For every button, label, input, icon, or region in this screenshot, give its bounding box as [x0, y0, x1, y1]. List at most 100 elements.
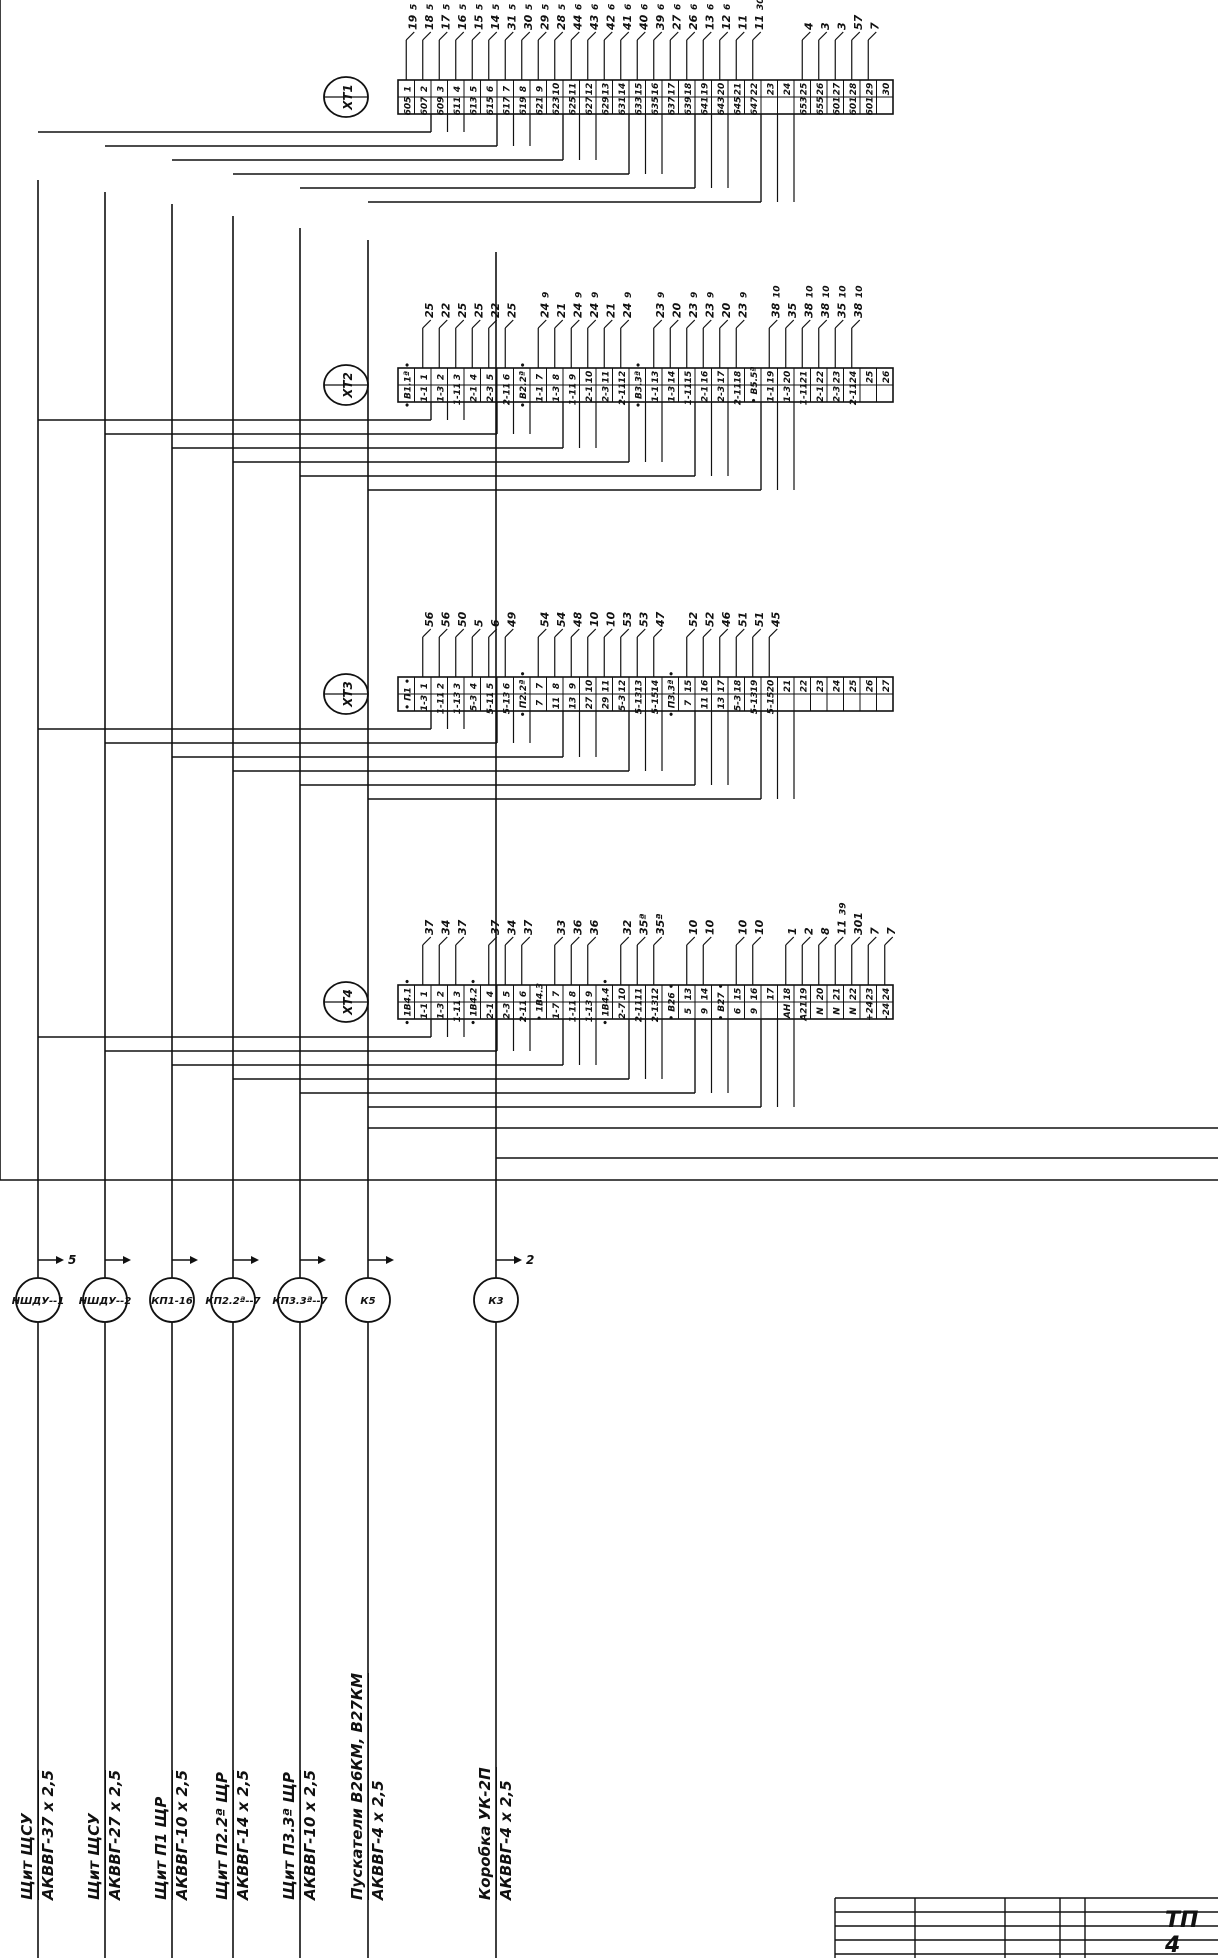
wire-flag [702, 936, 712, 946]
node-n7: К32 [473, 1253, 534, 1958]
wire-flag [504, 31, 514, 41]
wire-flag [636, 936, 646, 946]
cell-number: 18 [733, 680, 743, 693]
wire-number: 23 [654, 302, 667, 318]
wire-number: 10 [753, 919, 766, 935]
wire-number: 36 [588, 919, 601, 935]
cell-number: 6 [502, 374, 512, 380]
wire-number: 23 [736, 302, 749, 318]
wire-flag [867, 31, 877, 41]
wire-number: 7 [868, 927, 881, 935]
strip-label: XT1 [341, 84, 355, 111]
cell-number: 23 [766, 83, 776, 96]
cell-number: 4 [486, 991, 496, 998]
wire-number: 25 [505, 302, 518, 318]
wire-number: 26 [687, 14, 700, 30]
wire-number: 50 [456, 611, 469, 627]
wire-number: 20 [720, 302, 733, 318]
cable-spec: АКВВГ-10 x 2,5 [172, 1769, 191, 1900]
cell-number: 17 [717, 679, 727, 692]
cell-number: 5 [486, 374, 496, 380]
node-label: КП1-16 [151, 1296, 193, 1307]
strip-label: XT4 [341, 989, 355, 1016]
cell-number: 4 [469, 683, 479, 690]
cell-header: • П1 • [403, 678, 413, 710]
cell-number: 6 [502, 683, 512, 689]
cell-number: 9 [568, 374, 578, 380]
wire-flag [702, 31, 712, 41]
cell-header: • П2.2ª • [519, 671, 529, 717]
cell-terminal: A21 [799, 1001, 809, 1022]
wire-flag [488, 31, 498, 41]
wire-number: 52 [703, 611, 716, 627]
cell-terminal: 5-3 [469, 695, 479, 711]
wire-number: 25 [423, 302, 436, 318]
cell-number: 14 [667, 371, 677, 384]
cell-terminal: 1-3 [420, 695, 430, 711]
cell-terminal: 2-13 [651, 1000, 661, 1023]
wire-flag [768, 628, 778, 638]
wire-number: 35 [786, 302, 799, 318]
wire-sub: 10 [772, 285, 782, 298]
wire-flag [554, 936, 564, 946]
cell-number: 7 [535, 373, 545, 380]
wire-number: 36 [571, 919, 584, 935]
node-arrow-head [514, 1256, 522, 1264]
wire-number: 31 [505, 15, 518, 30]
wire-flag [702, 319, 712, 329]
wire-sub: 5 [409, 4, 419, 10]
cell-number: 13 [684, 988, 694, 1001]
cell-terminal: 1-1 [420, 386, 430, 402]
cell-terminal: 601 [832, 97, 842, 116]
wire-flag [570, 628, 580, 638]
cell-number: 24 [849, 371, 859, 384]
node-label: К5 [360, 1296, 375, 1307]
wire-sub: 39 [838, 902, 848, 915]
wire-flag [570, 936, 580, 946]
cell-number: 29 [865, 83, 875, 96]
wire-sub: 5 [492, 4, 502, 10]
cell-header: • B5.5ª [750, 367, 760, 404]
wire-flag [554, 31, 564, 41]
wire-number: 1 [786, 927, 799, 935]
wire-flag [620, 31, 630, 41]
cell-terminal: 5-3 [733, 695, 743, 711]
cell-number: 4 [469, 374, 479, 381]
cell-terminal: 2-3 [486, 386, 496, 402]
cable-spec: АКВВГ-37 x 2,5 [38, 1769, 57, 1900]
wire-flag [752, 936, 762, 946]
wire-flag [587, 31, 597, 41]
cell-number: 21 [783, 680, 793, 693]
cell-number: 14 [618, 83, 628, 96]
cell-number: 2 [436, 683, 446, 689]
cable-spec: АКВВГ-10 x 2,5 [300, 1769, 319, 1900]
wire-flag [785, 319, 795, 329]
cell-terminal: 1-3 [783, 386, 793, 402]
wire-flag [422, 936, 432, 946]
wire-sub: 9 [657, 292, 667, 298]
strip-label: XT2 [341, 372, 355, 399]
wire-sub: 9 [690, 292, 700, 298]
wire-flag [554, 628, 564, 638]
wire-number: 13 [703, 14, 716, 30]
wire-flag [537, 31, 547, 41]
cable-spec: АКВВГ-27 x 2,5 [105, 1769, 124, 1900]
cell-number: 17 [667, 82, 677, 95]
cell-terminal: 5-15 [766, 692, 776, 715]
node-n5: КП3.3ª--7 [272, 1256, 328, 1958]
wire-flag [504, 319, 514, 329]
wire-sub: 6 [723, 4, 733, 10]
wire-sub: 5 [442, 4, 452, 10]
cell-number: 12 [618, 680, 628, 693]
cell-terminal: 2-11 [634, 1000, 644, 1023]
cell-terminal: 619 [519, 97, 529, 116]
wire-sub: 5 [558, 4, 568, 10]
cell-terminal: 13 [717, 697, 727, 710]
cell-number: 15 [634, 83, 644, 96]
wire-sub: 5 [475, 4, 485, 10]
wire-flag [603, 628, 613, 638]
